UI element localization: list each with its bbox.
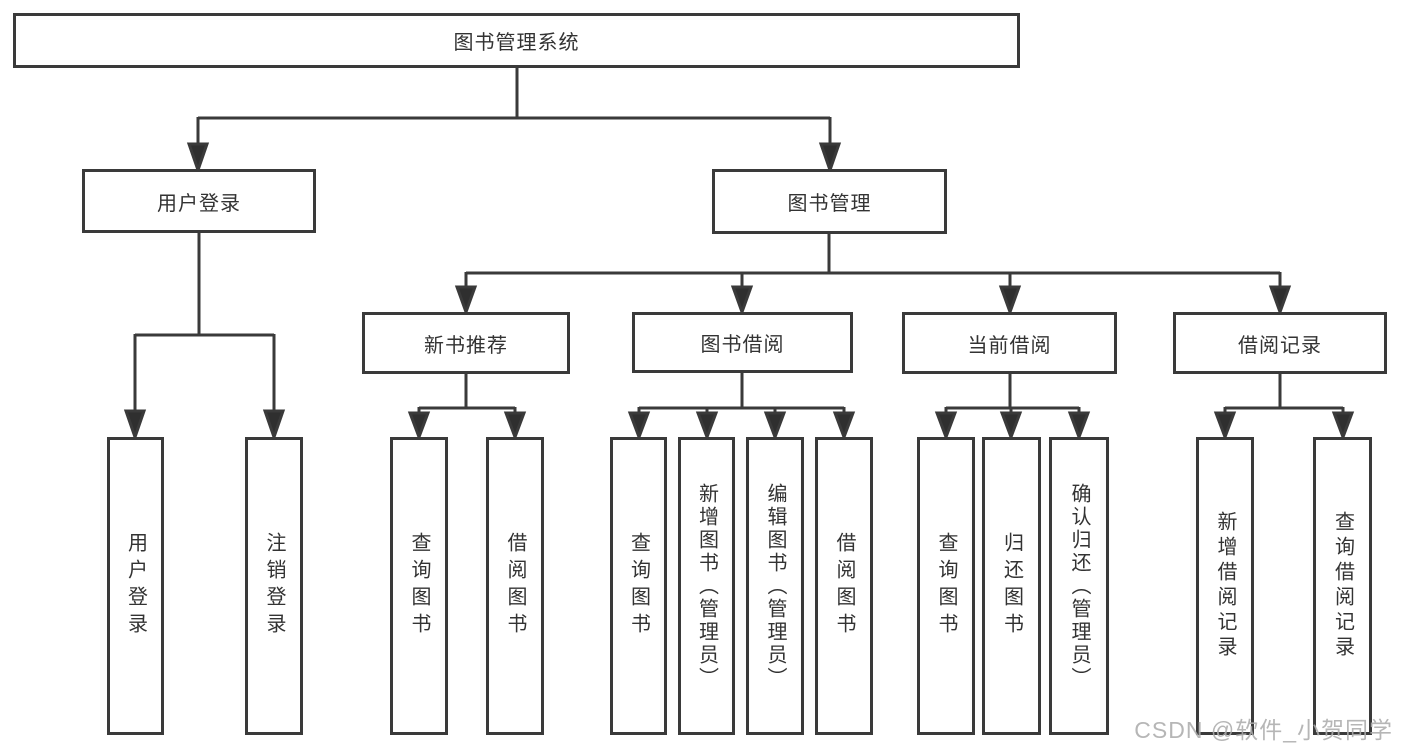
node-label: 图书借阅 bbox=[700, 334, 785, 356]
leaf-label: 确认归还（管理员） bbox=[1068, 482, 1090, 690]
leaf-label: 用户登录 bbox=[124, 532, 147, 640]
node-book-management: 图书管理 bbox=[712, 169, 947, 234]
leaf-confirm-return-admin: 确认归还（管理员） bbox=[1049, 437, 1109, 735]
leaf-add-borrow-record: 新增借阅记录 bbox=[1196, 437, 1254, 735]
leaf-label: 查询图书 bbox=[935, 532, 957, 640]
connector-new-book-branch bbox=[407, 373, 527, 442]
leaf-label: 查询图书 bbox=[627, 532, 650, 640]
leaf-label: 新增借阅记录 bbox=[1214, 511, 1236, 661]
leaf-label: 新增图书（管理员） bbox=[695, 482, 718, 690]
leaf-label: 注销登录 bbox=[263, 532, 285, 640]
node-borrow-records: 借阅记录 bbox=[1173, 312, 1387, 374]
leaf-query-books-borrow: 查询图书 bbox=[610, 437, 667, 735]
leaf-edit-books-admin: 编辑图书（管理员） bbox=[746, 437, 804, 735]
leaf-label: 归还图书 bbox=[1000, 532, 1023, 640]
node-user-login: 用户登录 bbox=[82, 169, 316, 233]
node-label: 用户登录 bbox=[157, 192, 241, 215]
leaf-label: 借阅图书 bbox=[833, 532, 855, 640]
connector-current-borrow-branch bbox=[934, 373, 1091, 442]
leaf-borrow-books: 借阅图书 bbox=[815, 437, 873, 735]
leaf-label: 查询借阅记录 bbox=[1331, 511, 1354, 661]
leaf-label: 编辑图书（管理员） bbox=[764, 482, 786, 690]
connector-borrow-records-branch bbox=[1213, 373, 1355, 442]
leaf-user-login: 用户登录 bbox=[107, 437, 164, 735]
leaf-label: 查询图书 bbox=[408, 532, 430, 640]
leaf-borrow-books-newbook: 借阅图书 bbox=[486, 437, 544, 735]
node-current-borrow: 当前借阅 bbox=[902, 312, 1117, 374]
leaf-query-books-newbook: 查询图书 bbox=[390, 437, 448, 735]
node-new-book-recommend: 新书推荐 bbox=[362, 312, 570, 374]
leaf-query-books-current: 查询图书 bbox=[917, 437, 975, 735]
connector-user-login-branch bbox=[123, 233, 286, 442]
node-label: 当前借阅 bbox=[967, 334, 1052, 357]
leaf-return-books: 归还图书 bbox=[982, 437, 1041, 735]
leaf-query-borrow-record: 查询借阅记录 bbox=[1313, 437, 1372, 735]
node-library-management-system: 图书管理系统 bbox=[13, 13, 1020, 68]
csdn-watermark: CSDN @软件_小贺同学 bbox=[1134, 717, 1393, 743]
leaf-logout: 注销登录 bbox=[245, 437, 303, 735]
node-label: 新书推荐 bbox=[424, 334, 508, 357]
leaf-label: 借阅图书 bbox=[504, 532, 526, 640]
node-label: 图书管理 bbox=[787, 193, 872, 215]
connector-book-borrow-branch bbox=[627, 372, 856, 442]
node-label: 图书管理系统 bbox=[453, 32, 580, 54]
node-book-borrow: 图书借阅 bbox=[632, 312, 853, 373]
leaf-add-books-admin: 新增图书（管理员） bbox=[678, 437, 735, 735]
connector-book-management-branch bbox=[454, 234, 1292, 317]
connector-root-to-level2 bbox=[186, 68, 842, 175]
node-label: 借阅记录 bbox=[1238, 334, 1322, 357]
